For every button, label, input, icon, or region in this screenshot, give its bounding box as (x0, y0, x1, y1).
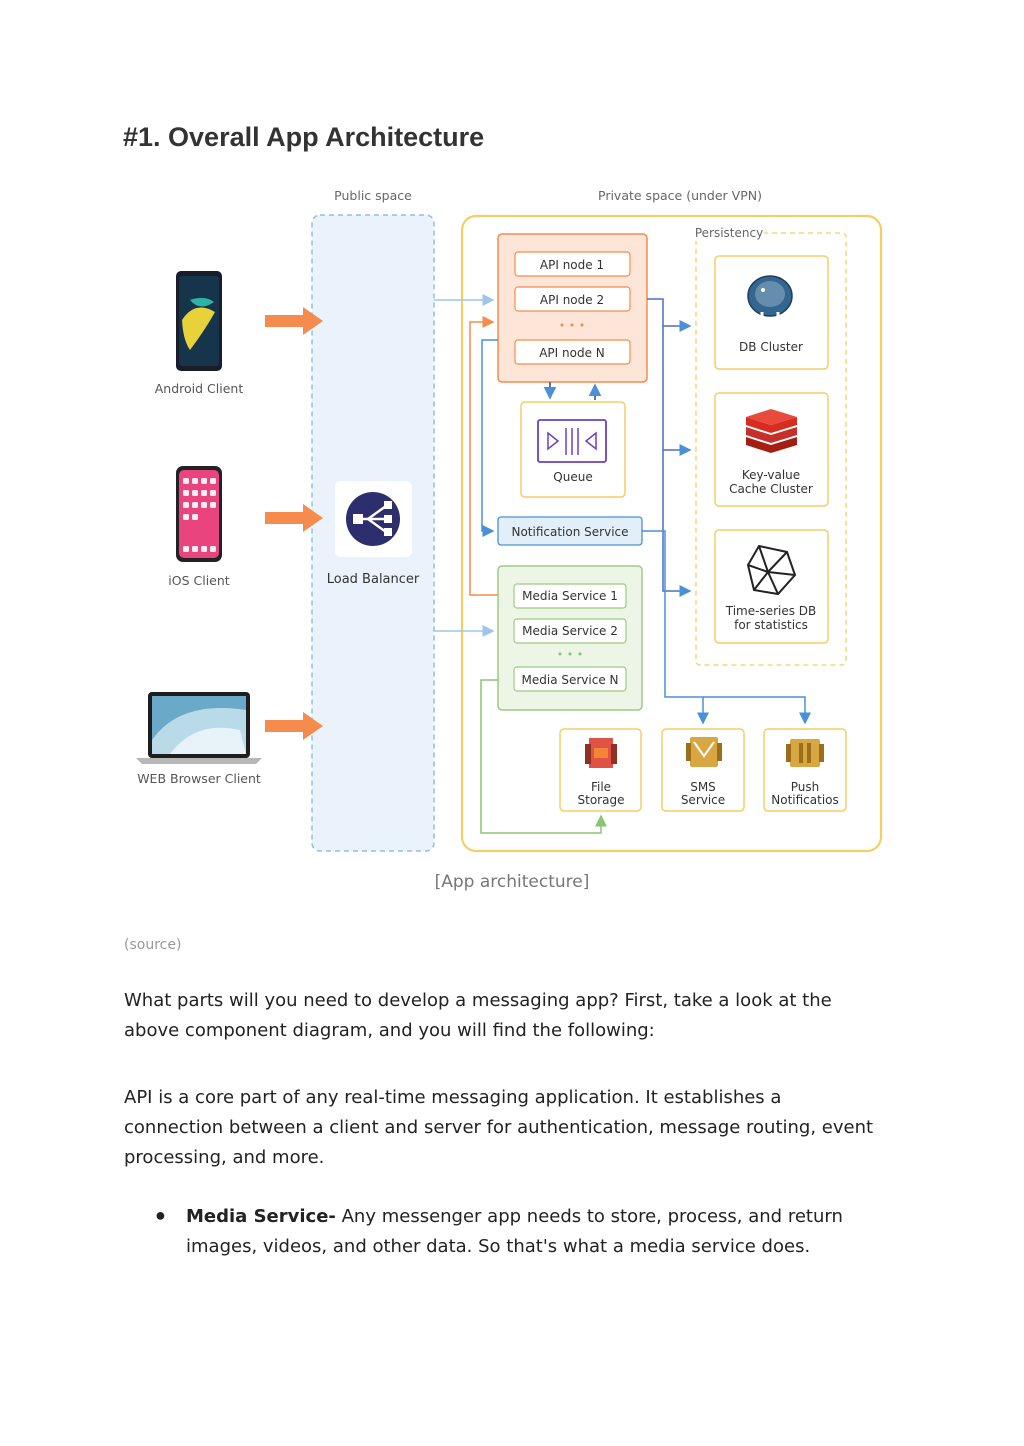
notification-to-push-arrow (642, 530, 811, 725)
persistency-label-bg (692, 225, 764, 241)
intro-paragraph: What parts will you need to develop a me… (124, 990, 832, 1041)
api-to-notification-arrow (481, 339, 498, 537)
source-link[interactable]: (source) (124, 937, 182, 953)
file-storage-label-1: File (591, 780, 611, 794)
bullet-description: Any messenger app needs to store, proces… (186, 1206, 843, 1257)
private-space-region (460, 214, 883, 853)
notification-service-label: Notification Service (511, 525, 628, 539)
file-storage: File Storage (559, 728, 642, 812)
api-node-2: API node 2 (514, 286, 631, 312)
media-service-2-label: Media Service 2 (522, 624, 618, 638)
push-label-1: Push (791, 780, 820, 794)
sms-service-label-1: SMS (690, 780, 716, 794)
page-title: #1. Overall App Architecture (123, 122, 485, 152)
ios-client: iOS Client (168, 466, 230, 588)
queue-label: Queue (553, 470, 592, 484)
ios-arrow (265, 504, 323, 532)
polyhedron-icon (746, 544, 797, 596)
android-client-label: Android Client (155, 381, 244, 396)
bullet-marker: ● (155, 1205, 166, 1225)
media-service-n: Media Service N (513, 666, 627, 692)
kv-cache-cluster: Key-value Cache Cluster (714, 392, 829, 507)
media-dots: • • • (557, 648, 583, 661)
api-node-2-label: API node 2 (540, 293, 604, 307)
api-node-1: API node 1 (514, 251, 631, 277)
db-cluster: DB Cluster (714, 255, 829, 370)
media-service-n-label: Media Service N (522, 673, 619, 687)
android-client: Android Client (155, 271, 244, 396)
api-node-n: API node N (514, 339, 631, 365)
timeseries-db: Time-series DB for statistics (714, 529, 829, 644)
public-space-label: Public space (334, 188, 412, 203)
push-label-2: Notificatios (771, 793, 839, 807)
bullet-term: Media Service- (186, 1206, 336, 1227)
file-storage-label-2: Storage (578, 793, 625, 807)
figure-caption: [App architecture] (434, 872, 590, 892)
api-node-n-label: API node N (539, 346, 605, 360)
web-client: WEB Browser Client (136, 692, 262, 786)
api-node-1-label: API node 1 (540, 258, 604, 272)
notification-service: Notification Service (497, 516, 643, 546)
media-service-bullet: Media Service- Any messenger app needs t… (186, 1202, 876, 1262)
kv-cache-label-1: Key-value (742, 468, 800, 482)
web-client-label: WEB Browser Client (137, 771, 261, 786)
persistency-label: Persistency (695, 226, 763, 240)
ios-client-label: iOS Client (168, 573, 230, 588)
web-arrow (265, 712, 323, 740)
load-balancer-label: Load Balancer (327, 572, 420, 587)
architecture-diagram: Public space Private space (under VPN) P… (136, 188, 883, 853)
sns-icon (686, 737, 722, 767)
media-service-1: Media Service 1 (513, 583, 627, 609)
media-to-storage-arrow (480, 679, 607, 834)
push-notifications: Push Notificatios (763, 728, 847, 812)
android-arrow (265, 307, 323, 335)
client-arrows (265, 307, 323, 740)
push-service-icon (786, 739, 824, 767)
postgres-elephant-icon (747, 275, 793, 322)
sms-service-label-2: Service (681, 793, 725, 807)
api-dots: • • • (559, 319, 585, 332)
queue: Queue (520, 401, 626, 498)
redis-icon (746, 409, 797, 453)
timeseries-label-2: for statistics (734, 618, 808, 632)
media-service-1-label: Media Service 1 (522, 589, 618, 603)
persistency-region (695, 232, 847, 666)
sms-service: SMS Service (661, 728, 745, 812)
private-space-label: Private space (under VPN) (598, 188, 762, 203)
media-to-api-arrow (469, 316, 498, 596)
kv-cache-label-2: Cache Cluster (729, 482, 813, 496)
media-service-2: Media Service 2 (513, 618, 627, 644)
api-paragraph: API is a core part of any real-time mess… (124, 1087, 874, 1168)
db-cluster-label: DB Cluster (739, 340, 803, 354)
load-balancer: Load Balancer (327, 481, 420, 587)
api-to-persistency-line (647, 298, 692, 597)
s3-bucket-icon (585, 738, 617, 768)
timeseries-label-1: Time-series DB (725, 604, 817, 618)
